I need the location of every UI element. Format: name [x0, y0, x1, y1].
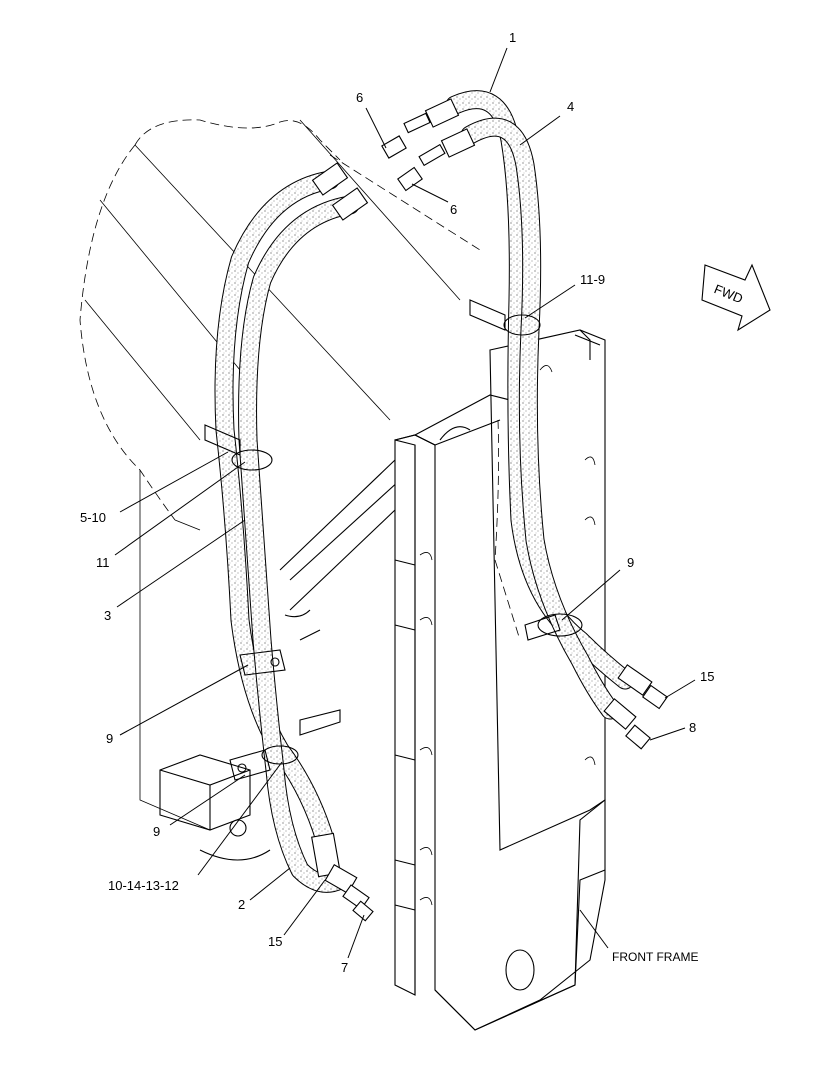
callout-7: 7	[341, 960, 348, 975]
callout-4: 4	[567, 99, 574, 114]
clamp-upper-right	[469, 299, 541, 336]
callout-2: 2	[238, 897, 245, 912]
callout-15-right: 15	[700, 669, 714, 684]
callout-8: 8	[689, 720, 696, 735]
callout-6-lower: 6	[450, 202, 457, 217]
callout-9-low: 9	[153, 824, 160, 839]
machine-body-outline	[79, 119, 481, 831]
clamp-lower-right	[524, 613, 583, 641]
callout-15-low: 15	[268, 934, 282, 949]
callout-6-upper: 6	[356, 90, 363, 105]
left-top-fittings	[311, 162, 369, 221]
fwd-label: FWD	[712, 281, 745, 306]
callout-1: 1	[509, 30, 516, 45]
callout-5-10: 5-10	[80, 510, 106, 525]
callout-labels: 1 4 6 6 11-9 5-10 11 3 9 15 8 9 9 10-14-…	[80, 30, 714, 975]
callout-10-14-13-12: 10-14-13-12	[108, 878, 179, 893]
right-fittings	[603, 664, 668, 750]
leader-lines	[114, 47, 696, 959]
clamp-upper-left	[204, 424, 273, 471]
frame-struts	[279, 459, 401, 641]
bottom-fittings	[311, 832, 374, 922]
front-frame-main-plate	[394, 394, 606, 1031]
clamp-mid-left	[239, 649, 286, 676]
top-fittings	[381, 98, 476, 192]
callout-9-right: 9	[627, 555, 634, 570]
hose-2	[238, 195, 360, 893]
callout-11: 11	[96, 555, 110, 570]
hose-4	[460, 117, 620, 720]
callout-9-mid: 9	[106, 731, 113, 746]
front-frame-label: FRONT FRAME	[612, 950, 698, 964]
fwd-arrow: FWD	[701, 263, 771, 332]
lower-bracket	[159, 709, 341, 861]
callout-3: 3	[104, 608, 111, 623]
callout-11-9: 11-9	[580, 272, 605, 287]
